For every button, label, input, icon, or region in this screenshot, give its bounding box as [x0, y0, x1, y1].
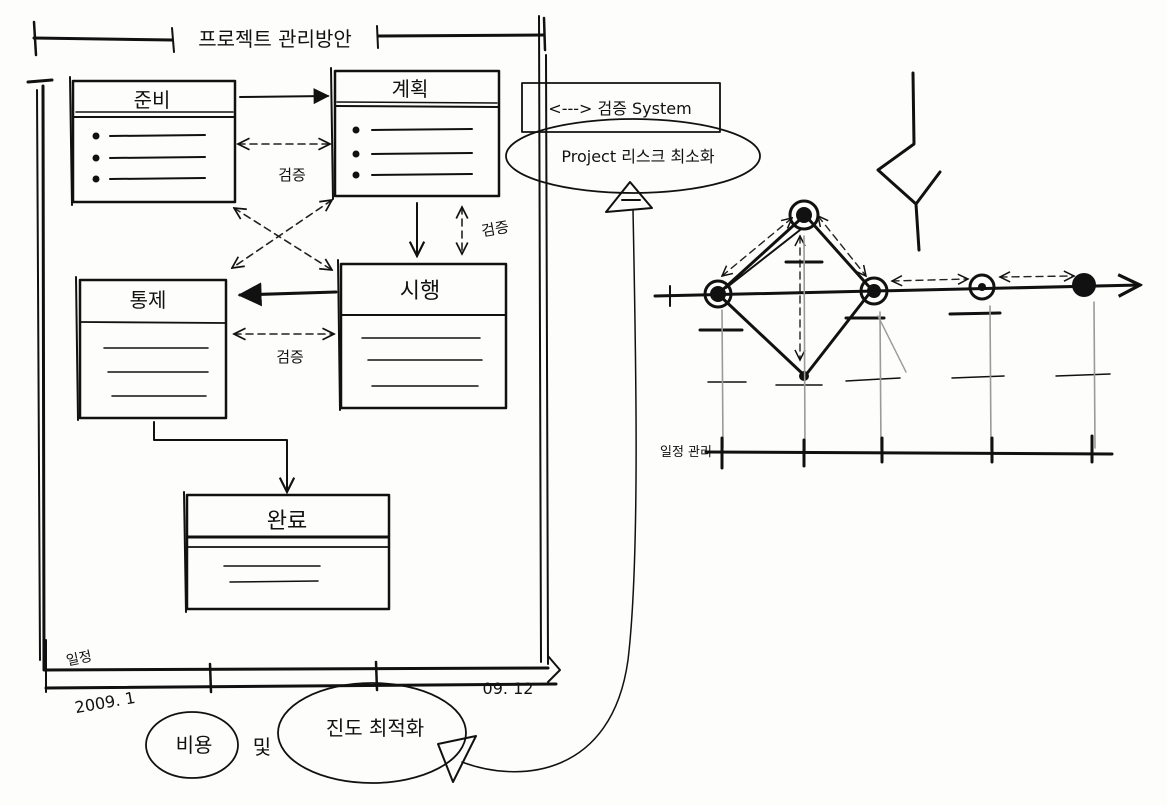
stage-label-control: 통제	[130, 288, 167, 312]
verify-label-1: 검증	[278, 166, 306, 184]
network-node-4	[968, 273, 996, 301]
verify-arrow-cross-a	[234, 208, 332, 270]
timeline-end-label: 09. 12	[483, 679, 534, 698]
verify-label-2: 검증	[480, 218, 510, 241]
risk-link-curve	[461, 209, 637, 773]
stage-box-execute	[337, 259, 508, 411]
verify-arrow-cross-b	[232, 200, 332, 268]
cost-label: 비용	[176, 733, 213, 757]
network-node-5	[1072, 273, 1096, 297]
stage-label-plan: 계획	[392, 77, 429, 101]
network-node-3	[859, 276, 889, 306]
stage-label-execute: 시행	[400, 279, 440, 304]
stage-label-prepare: 준비	[134, 88, 171, 112]
timeline-start-label: 2009. 1	[73, 688, 136, 717]
timeline-axis-label: 일정	[65, 649, 94, 670]
timeline-axis	[44, 639, 561, 694]
progress-oval	[277, 682, 467, 784]
stage-box-plan	[330, 67, 501, 200]
stage-label-complete: 완료	[267, 509, 307, 534]
bottom-triangle	[437, 735, 477, 783]
main-frame	[26, 15, 550, 672]
stage-box-prepare	[69, 76, 237, 206]
schedule-axis	[704, 434, 1114, 470]
network-node-1	[703, 279, 733, 309]
progress-label: 진도 최적화	[326, 716, 424, 740]
schedule-axis-label: 일정 관리	[660, 445, 712, 460]
flow-arrow-prepare-to-plan	[239, 88, 330, 105]
cost-oval	[145, 711, 239, 779]
and-label: 및	[253, 735, 271, 759]
network-axis	[653, 285, 1140, 296]
project-risk-oval	[505, 118, 761, 194]
verify-system-box	[521, 82, 721, 133]
flow-arrow-execute-to-control	[237, 282, 338, 307]
stage-box-control	[75, 276, 228, 421]
risk-triangle	[605, 181, 653, 213]
frame-title: 프로젝트 관리방안	[198, 27, 352, 51]
verify-system-label: <---> 검증 System	[548, 99, 691, 118]
stage-box-complete	[183, 491, 391, 613]
flow-arrow-control-to-complete	[153, 421, 287, 492]
frame-title-bracket	[32, 16, 547, 57]
project-risk-label: Project 리스크 최소화	[561, 147, 715, 166]
verify-label-3: 검증	[276, 348, 304, 366]
network-node-2	[788, 199, 820, 231]
check-mark-icon	[876, 71, 942, 252]
